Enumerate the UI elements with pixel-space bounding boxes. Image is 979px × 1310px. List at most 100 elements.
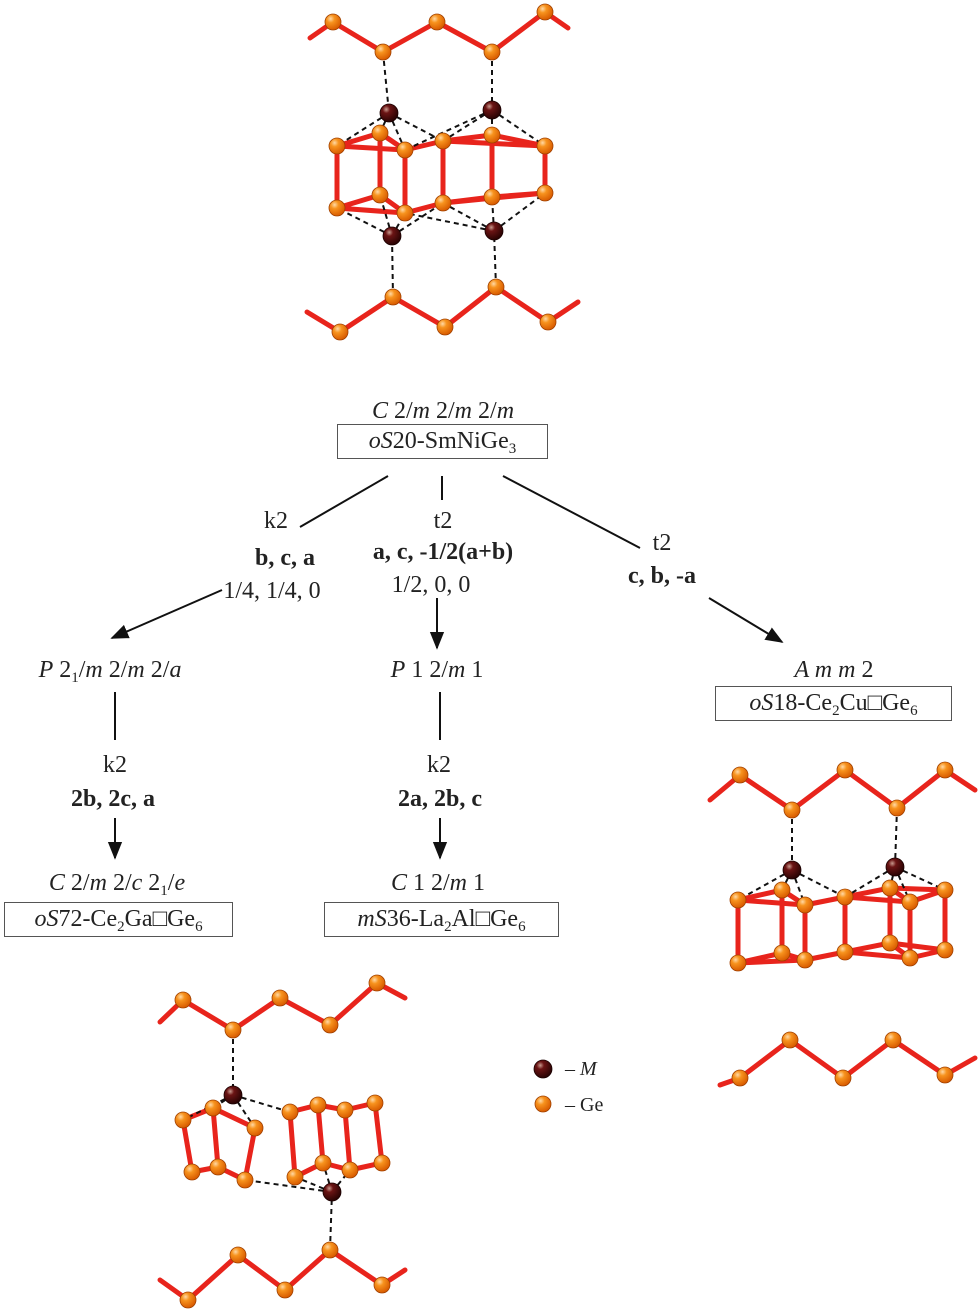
- top-upper-chain-bond: [330, 19, 386, 55]
- ge-atom: [536, 184, 554, 202]
- metal-contact-dash: [491, 109, 546, 147]
- ge-atom: [286, 1168, 304, 1186]
- ge-atom: [209, 1158, 227, 1176]
- ge-ge-bond: [180, 1117, 195, 1175]
- metal-atom: [379, 103, 399, 123]
- top-upper-chain-bond: [380, 19, 440, 55]
- ge-atom: [936, 941, 954, 959]
- middle-k2-second-axes: 2a, 2b, c: [397, 786, 483, 812]
- ge-atom: [534, 1095, 552, 1113]
- top-spacegroup: C 2/m 2/m 2/m: [371, 398, 515, 424]
- right-upper-chain-bond: [894, 767, 948, 811]
- metal-contact-dash: [336, 112, 390, 147]
- left-k2-type: k2: [264, 508, 288, 534]
- ge-atom: [179, 1291, 197, 1309]
- ge-atom: [834, 1069, 852, 1087]
- metal-contact-dash: [442, 109, 493, 142]
- metal-contact-dash: [336, 207, 393, 237]
- bottom-upper-chain-bond: [277, 995, 333, 1028]
- ge-atom: [396, 141, 414, 159]
- bottom-lower-chain-bond: [327, 1247, 385, 1288]
- ge-atom: [773, 881, 791, 899]
- right-lower-chain-bond: [840, 1037, 896, 1081]
- left-k2-origin: 1/4, 1/4, 0: [223, 578, 321, 604]
- bottom-upper-chain-bond: [180, 997, 236, 1033]
- right-t2-type: t2: [652, 530, 672, 556]
- ge-atom: [396, 204, 414, 222]
- right-upper-chain-bond: [842, 767, 900, 811]
- ge-atom: [773, 944, 791, 962]
- ge-atom: [384, 288, 402, 306]
- ge-atom: [483, 43, 501, 61]
- right-lower-chain-bond: [737, 1037, 793, 1081]
- top-upper-chain-bond: [489, 9, 548, 55]
- metal-contact-dash: [894, 807, 898, 868]
- ge-atom: [321, 1016, 339, 1034]
- metal-contact-dash: [404, 109, 493, 151]
- metal-contact-dash: [391, 235, 394, 298]
- ge-atom: [796, 951, 814, 969]
- ge-ge-bond: [440, 138, 548, 149]
- ge-atom: [539, 313, 557, 331]
- middle-final-spacegroup: C 1 2/m 1: [390, 870, 486, 896]
- middle-t2-axes: a, c, -1/2(a+b): [372, 539, 514, 565]
- left-k2-axes: b, c, a: [254, 545, 316, 571]
- metal-contact-dash: [442, 202, 495, 232]
- group-subgroup-line: [502, 475, 641, 549]
- ge-atom: [434, 194, 452, 212]
- metal-contact-dash: [329, 1191, 333, 1251]
- metal-atom: [382, 226, 402, 246]
- ge-atom: [729, 891, 747, 909]
- ge-atom: [731, 1069, 749, 1087]
- ge-atom: [436, 318, 454, 336]
- ge-atom: [371, 124, 389, 142]
- ge-atom: [536, 3, 554, 21]
- metal-contact-dash: [791, 869, 846, 898]
- right-upper-chain-bond: [789, 767, 848, 813]
- ge-atom: [373, 1276, 391, 1294]
- metal-atom: [533, 1059, 553, 1079]
- ge-ge-bond: [210, 1105, 221, 1170]
- ge-ge-bond: [242, 1125, 258, 1183]
- ge-ge-bond: [842, 894, 913, 905]
- ge-atom: [371, 186, 389, 204]
- ge-atom: [884, 1031, 902, 1049]
- ge-atom: [428, 13, 446, 31]
- bottom-upper-chain-bond: [327, 980, 380, 1028]
- right-lower-chain-bond: [890, 1037, 948, 1078]
- group-subgroup-line: [299, 475, 389, 528]
- metal-contact-dash: [404, 212, 495, 232]
- left-intermediate-spacegroup: P 21/m 2/m 2/a: [38, 657, 182, 686]
- metal-atom: [782, 860, 802, 880]
- ge-atom: [836, 943, 854, 961]
- group-subgroup-arrow: [110, 589, 223, 639]
- ge-atom: [783, 801, 801, 819]
- ge-atom: [309, 1096, 327, 1114]
- ge-atom: [368, 974, 386, 992]
- ge-atom: [341, 1161, 359, 1179]
- ge-atom: [373, 1154, 391, 1172]
- ge-atom: [321, 1241, 339, 1259]
- ge-atom: [836, 761, 854, 779]
- ge-ge-bond: [315, 1102, 326, 1166]
- right-t2-axes: c, b, -a: [627, 563, 697, 589]
- metal-contact-dash: [382, 51, 390, 114]
- left-k2-second-type: k2: [103, 752, 127, 778]
- ge-ge-bond: [887, 940, 948, 953]
- legend-ge-label: – Ge: [565, 1094, 604, 1116]
- top-lower-chain-bond: [442, 284, 499, 330]
- right-final-spacegroup: A m m 2: [794, 657, 874, 683]
- ge-atom: [281, 1103, 299, 1121]
- ge-ge-bond: [735, 897, 808, 908]
- ge-atom: [328, 199, 346, 217]
- left-final-compound-box: oS72-Ce2Ga□Ge6: [4, 902, 233, 937]
- metal-atom: [482, 100, 502, 120]
- ge-ge-bond: [735, 957, 808, 966]
- ge-atom: [366, 1094, 384, 1112]
- middle-t2-origin: 1/2, 0, 0: [391, 572, 471, 598]
- ge-atom: [836, 888, 854, 906]
- ge-atom: [324, 13, 342, 31]
- ge-atom: [271, 989, 289, 1007]
